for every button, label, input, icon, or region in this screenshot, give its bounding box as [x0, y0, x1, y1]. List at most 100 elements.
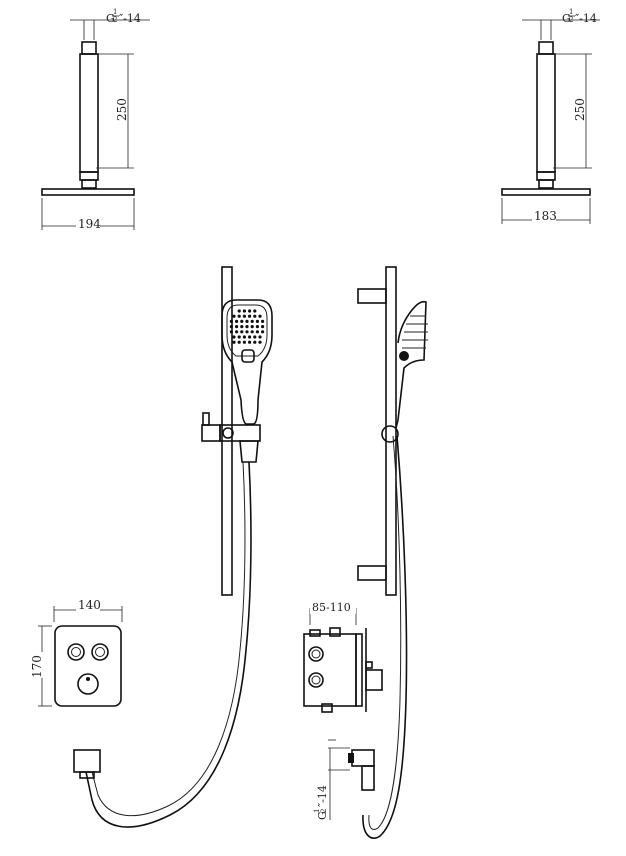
arm-joint — [81, 179, 97, 189]
spray-nozzle — [237, 335, 241, 339]
valve-port-upper-inner — [311, 649, 321, 659]
valve-width-label: 140 — [78, 598, 101, 612]
spray-nozzle — [235, 330, 239, 334]
valve-width-label-bg — [76, 600, 100, 612]
top-bracket — [357, 288, 387, 304]
spray-nozzle — [229, 325, 233, 329]
spray-nozzle — [261, 330, 265, 334]
hose-side-inner — [368, 435, 402, 830]
spray-nozzle — [242, 335, 246, 339]
slide-rail-front-view — [73, 266, 273, 828]
rain-head-plate — [41, 188, 135, 196]
spray-nozzle — [253, 314, 257, 318]
spray-nozzle — [235, 319, 239, 323]
spray-nozzle — [242, 314, 246, 318]
rose-label-bg — [76, 218, 100, 230]
valve-tab-top-left — [309, 629, 321, 637]
arm-tube — [79, 53, 99, 173]
spray-nozzle — [253, 309, 257, 313]
hand-shower-side-handle — [395, 419, 399, 429]
button-left-outer — [67, 643, 85, 661]
spray-nozzle — [248, 335, 252, 339]
spray-nozzle — [240, 325, 244, 329]
hose-side-outer — [362, 435, 408, 839]
valve-tab-bottom — [321, 703, 333, 713]
thread-label-g-side: G — [562, 12, 571, 25]
spray-nozzle — [250, 325, 254, 329]
bottom-bracket — [357, 565, 387, 581]
button-left-inner — [71, 647, 81, 657]
valve-height-label-bg — [32, 652, 44, 678]
spray-nozzle — [248, 340, 252, 344]
valve-port-lower-outer — [308, 672, 324, 688]
lower-thread-fraction-bottom: 2 — [320, 809, 328, 813]
button-right-outer — [91, 643, 109, 661]
spray-nozzle — [253, 335, 257, 339]
spray-nozzle — [261, 325, 265, 329]
spray-nozzles — [229, 309, 265, 344]
slider-knob — [222, 427, 234, 439]
spray-nozzle — [240, 330, 244, 334]
spray-nozzle — [261, 319, 265, 323]
spray-nozzle — [242, 340, 246, 344]
valve-trim-plate — [54, 625, 122, 707]
thread-fraction-top-side: 1 — [569, 8, 573, 16]
thread-fraction-bottom-side: 2 — [569, 16, 573, 24]
rose-label-bg-side — [532, 210, 556, 222]
spray-nozzle — [248, 314, 252, 318]
wall-elbow-leg — [361, 765, 375, 791]
arm-nut-side — [536, 171, 556, 181]
valve-button-side — [365, 661, 373, 669]
valve-port-lower-inner — [311, 675, 321, 685]
mode-button — [241, 349, 255, 363]
valve-tab-top-right — [329, 627, 341, 637]
thread-fraction-top: 1 — [113, 8, 117, 16]
spray-nozzle — [258, 314, 262, 318]
temperature-knob-indicator — [86, 677, 90, 681]
spray-nozzle — [229, 330, 233, 334]
valve-body-side-view: 85-110 — [303, 601, 383, 713]
arm-joint-side — [538, 179, 554, 189]
spray-nozzle — [245, 325, 249, 329]
spray-nozzle — [245, 330, 249, 334]
hose-cone — [239, 440, 259, 463]
lower-thread-label-group: G 1 2 ″-14 — [313, 785, 329, 820]
shower-arm-side-view: G 1 2 ″-14 250 183 — [501, 8, 600, 224]
wall-elbow-flange — [348, 753, 354, 763]
arm-tube-side — [536, 53, 556, 173]
spray-nozzle — [253, 340, 257, 344]
valve-body — [303, 633, 357, 707]
valve-height-label: 170 — [30, 655, 44, 678]
slider-clamp — [201, 424, 221, 442]
valve-mounting-plate — [355, 633, 363, 707]
spray-nozzle — [255, 330, 259, 334]
spray-nozzle — [237, 340, 241, 344]
hand-shower-side-ribs — [402, 315, 428, 349]
hand-shower-side-body — [397, 300, 427, 421]
valve-depth-label-bg — [310, 602, 356, 614]
spray-nozzle — [240, 319, 244, 323]
spray-nozzle — [245, 319, 249, 323]
spray-nozzle — [248, 309, 252, 313]
arm-wall-connector — [81, 41, 97, 55]
button-right-inner — [95, 647, 105, 657]
spray-nozzle — [255, 325, 259, 329]
temperature-knob — [77, 673, 99, 695]
wall-outlet — [73, 749, 101, 773]
lower-thread-suffix: ″-14 — [316, 785, 329, 807]
lower-thread-label-g: G — [316, 811, 329, 820]
thread-label-g: G — [106, 12, 115, 25]
thread-fraction-bottom: 2 — [113, 16, 117, 24]
slide-rail-side-view: G 1 2 ″-14 — [313, 266, 428, 839]
slider-screw — [202, 412, 210, 426]
spray-nozzle — [250, 319, 254, 323]
outlet-nut — [79, 771, 95, 779]
hose-outer — [85, 461, 252, 828]
spray-nozzle — [258, 340, 262, 344]
spray-nozzle — [237, 309, 241, 313]
spray-nozzle — [232, 335, 236, 339]
thread-suffix: ″-14 — [119, 12, 141, 25]
slide-rail-side — [385, 266, 397, 596]
slider-block — [219, 424, 261, 442]
